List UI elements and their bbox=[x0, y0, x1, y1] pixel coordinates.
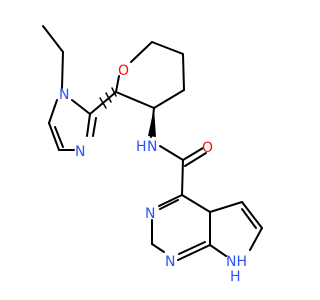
bond-layer bbox=[42, 25, 263, 261]
bond bbox=[48, 122, 60, 151]
bond bbox=[115, 91, 155, 109]
bond bbox=[159, 145, 184, 161]
stereo-wedge bbox=[148, 108, 156, 137]
bond bbox=[177, 244, 211, 261]
atom-label-n-amide: N bbox=[147, 139, 157, 155]
bond bbox=[159, 199, 179, 210]
atom-label-o-ring: O bbox=[118, 63, 129, 79]
atom-label-n-pyrimidine-bottom: N bbox=[165, 254, 175, 270]
atom-label-nh-pyrrole: NH bbox=[226, 254, 247, 270]
bond bbox=[182, 53, 185, 91]
molecule-structure: N N O N H O N N NH H bbox=[42, 25, 263, 285]
bond bbox=[209, 201, 243, 213]
bond bbox=[153, 89, 185, 109]
bond bbox=[151, 41, 184, 55]
bond bbox=[48, 99, 58, 124]
atom-label-h-amide: H bbox=[136, 139, 147, 155]
bond bbox=[71, 99, 91, 115]
atom-label-n-ethyl: N bbox=[59, 87, 69, 103]
bond bbox=[151, 243, 165, 253]
bond bbox=[178, 241, 206, 255]
bond bbox=[241, 201, 263, 229]
bond bbox=[182, 147, 204, 161]
bond bbox=[158, 194, 183, 207]
bond bbox=[130, 41, 153, 63]
atom-label-o-carbonyl: O bbox=[202, 140, 213, 156]
bond bbox=[92, 117, 97, 137]
atom-label-layer: N N O N H O N N NH H bbox=[59, 63, 247, 285]
stereo-hash bbox=[99, 97, 107, 109]
bond bbox=[61, 51, 64, 89]
bond bbox=[241, 208, 257, 229]
stereo-bond-layer bbox=[99, 87, 156, 137]
bond bbox=[115, 75, 120, 93]
atom-label-n-pyrimidine-top: N bbox=[145, 206, 155, 222]
molecule-canvas: N N O N H O N N NH H bbox=[42, 25, 263, 285]
bond bbox=[209, 244, 227, 257]
atom-label-n-imidazole: N bbox=[75, 144, 85, 160]
stereo-hash bbox=[111, 87, 117, 97]
bond bbox=[184, 152, 207, 167]
bond bbox=[54, 126, 64, 148]
bond bbox=[86, 113, 91, 137]
stereo-hash bbox=[105, 92, 112, 103]
bond bbox=[181, 159, 184, 196]
atom-label-h-pyrrole: H bbox=[230, 269, 241, 285]
bond bbox=[181, 194, 211, 213]
bond bbox=[42, 25, 64, 53]
bond bbox=[249, 227, 263, 251]
